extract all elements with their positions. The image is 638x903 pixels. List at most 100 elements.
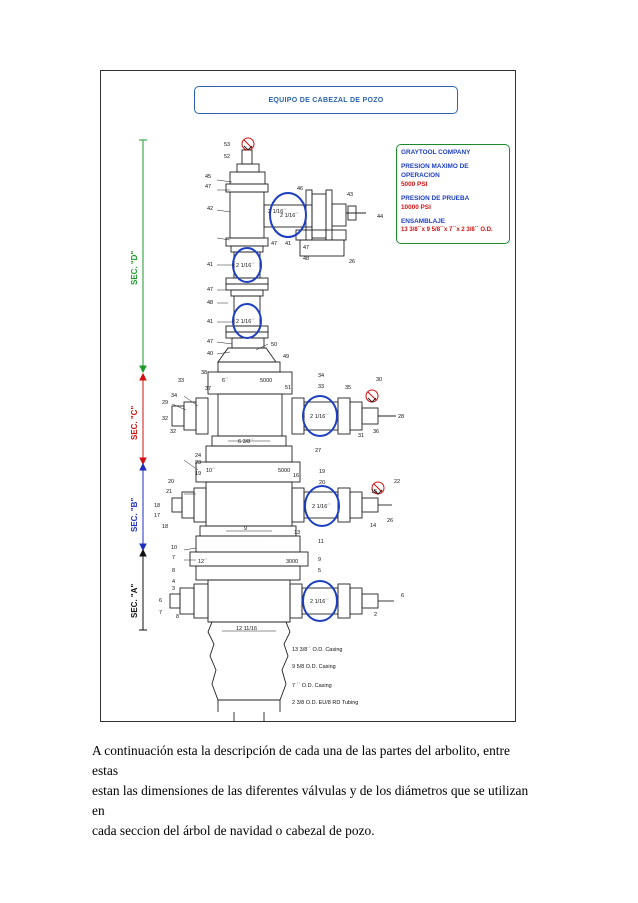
caption-line: cada seccion del árbol de navidad o cabe… — [92, 823, 375, 838]
leader-lines — [171, 179, 292, 561]
part-callout: 40 — [207, 351, 213, 357]
section-b-label: SEC. "B" — [130, 498, 139, 532]
caption: A continuación esta la descripción de ca… — [92, 741, 532, 841]
stop-icon — [241, 137, 255, 151]
part-callout: 47 — [207, 287, 213, 293]
part-callout: 35 — [345, 385, 351, 391]
spool-b-dimension: 9´´ — [244, 526, 251, 532]
base-a-dimension: 12 11/16 — [236, 626, 257, 632]
part-callout: 36 — [373, 429, 379, 435]
part-callout: 41 — [207, 319, 213, 325]
spool-c-dimension: 6 3/8´´ — [238, 439, 254, 445]
part-callout: 3 — [172, 586, 175, 592]
test-pressure-label: PRESION DE PRUEBA — [401, 195, 470, 202]
valve-ring-d-side — [269, 192, 307, 238]
part-callout: 33 — [318, 384, 324, 390]
part-callout: 16 — [293, 473, 299, 479]
part-callout: 47 — [205, 184, 211, 190]
valve-ring-a — [302, 580, 338, 622]
dimension-lines — [222, 440, 276, 632]
valve-ring-c — [302, 395, 338, 437]
part-callout: 7 — [159, 610, 162, 616]
part-callout: 32 — [170, 429, 176, 435]
part-callout: 9 — [318, 557, 321, 563]
casing-label: 9 5/8 O.D. Casing — [292, 664, 336, 670]
part-callout: 48 — [303, 256, 309, 262]
assembly-label: ENSAMBLAJE — [401, 218, 446, 225]
part-callout: 2 — [374, 612, 377, 618]
part-callout: 13 — [294, 530, 300, 536]
diagram-title: EQUIPO DE CABEZAL DE POZO — [194, 86, 458, 114]
part-callout: 7 — [172, 555, 175, 561]
part-callout: 8 — [172, 568, 175, 574]
caption-line: A continuación esta la descripción de ca… — [92, 743, 510, 778]
part-callout: 10 — [171, 545, 177, 551]
part-callout: 48 — [207, 300, 213, 306]
part-callout: 21 — [166, 489, 172, 495]
part-callout: 18 — [154, 503, 160, 509]
part-callout: 50 — [271, 342, 277, 348]
test-pressure-value: 10000 PSI — [401, 204, 431, 211]
valve-size-label: 2 1/16´´ — [236, 319, 255, 325]
part-callout: 30 — [376, 377, 382, 383]
valve-rings — [232, 192, 340, 622]
part-callout: 47 — [303, 245, 309, 251]
part-callout: 14 — [370, 523, 376, 529]
part-callout: 11 — [318, 539, 324, 545]
valve-size-label: 2 1/16´´ — [280, 213, 299, 219]
part-callout: 43 — [347, 192, 353, 198]
section-b-marker — [139, 462, 147, 552]
part-callout: 46 — [297, 186, 303, 192]
flange-b-rating: 5000 — [278, 468, 290, 474]
part-callout: 47 — [207, 339, 213, 345]
caption-line: estan las dimensiones de las diferentes … — [92, 783, 529, 818]
part-callout: 20 — [319, 480, 325, 486]
flange-a-rating: 3000 — [286, 559, 298, 565]
part-callout: 6 — [159, 598, 162, 604]
part-callout: 18 — [162, 524, 168, 530]
part-callout: 2 1/16´´ — [268, 209, 287, 215]
valve-size-label: 2 1/16´´ — [236, 263, 255, 269]
section-c-marker — [139, 372, 147, 466]
part-callout: 44 — [377, 214, 383, 220]
section-d-label: SEC. "D" — [130, 251, 139, 285]
part-callout: 20 — [168, 479, 174, 485]
stop-icons — [241, 137, 385, 495]
part-callout: 47 — [271, 241, 277, 247]
valve-ring-d-lower — [232, 303, 262, 339]
casing-label: 13 3/8´´ O.D. Casing — [292, 647, 342, 653]
part-callout: 17 — [154, 513, 160, 519]
part-callout: 38 — [201, 370, 207, 376]
part-callout: 34 — [171, 393, 177, 399]
part-callout: 19 — [319, 469, 325, 475]
casing-label: 7 ´´ O.D. Casing — [292, 683, 332, 689]
part-callout: 41 — [285, 241, 291, 247]
part-callout: 29 — [162, 400, 168, 406]
valve-ring-b — [304, 485, 340, 527]
part-callout: 8 — [176, 614, 179, 620]
part-callout: 19 — [195, 471, 201, 477]
assembly-value: 13 3/8´´x 9 5/8´´x 7´´x 2 3/8´´ O.D. — [401, 227, 493, 233]
part-callout: 33 — [178, 378, 184, 384]
op-pressure-label: PRESION MAXIMO DE OPERACION — [401, 163, 469, 179]
casing-label: 2 3/8 O.D. EU/8 RD Tubing — [292, 700, 358, 706]
part-callout: 27 — [315, 448, 321, 454]
part-callout: 51 — [285, 385, 291, 391]
flange-b-size: 10´´ — [206, 468, 216, 474]
part-callout: 5 — [318, 568, 321, 574]
part-callout: 23 — [195, 460, 201, 466]
part-callout: 28 — [398, 414, 404, 420]
stop-icon — [371, 481, 385, 495]
flange-c-rating: 5000 — [260, 378, 272, 384]
part-callout: 45 — [205, 174, 211, 180]
valve-size-label: 2 1/16´´ — [310, 414, 329, 420]
part-callout: 31 — [358, 433, 364, 439]
part-callout: 34 — [318, 373, 324, 379]
section-a-marker — [139, 548, 147, 631]
part-callout: 42 — [207, 206, 213, 212]
part-callout: 32 — [162, 416, 168, 422]
section-d-marker — [139, 139, 147, 374]
part-callout: 26 — [387, 518, 393, 524]
part-callout: 6 — [401, 593, 404, 599]
